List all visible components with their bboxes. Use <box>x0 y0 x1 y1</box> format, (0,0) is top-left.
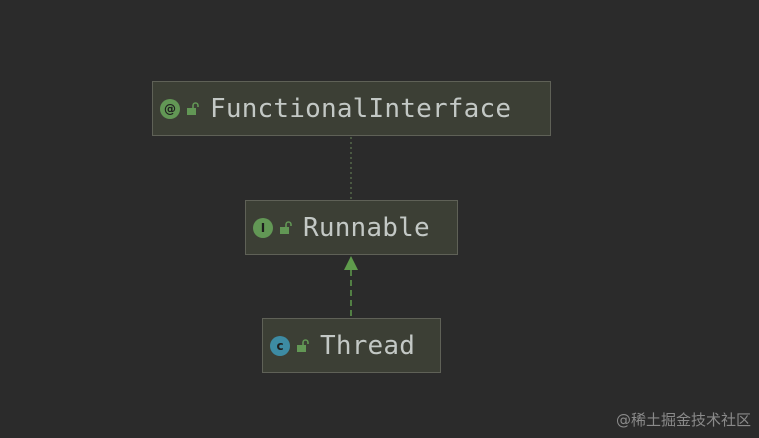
node-label: Runnable <box>303 212 430 243</box>
watermark: @稀土掘金技术社区 <box>615 411 751 429</box>
class-icon: c <box>270 335 290 356</box>
interface-icon: I <box>253 217 273 238</box>
annotation-icon: @ <box>160 98 180 119</box>
unlocked-icon <box>187 101 199 115</box>
node-label: FunctionalInterface <box>210 93 512 124</box>
node-runnable[interactable]: I Runnable <box>245 200 458 255</box>
node-thread[interactable]: c Thread <box>262 318 441 373</box>
unlocked-icon <box>297 338 309 352</box>
annotation-glyph: @ <box>164 101 176 116</box>
unlocked-icon <box>280 220 292 234</box>
node-functional-interface[interactable]: @ FunctionalInterface <box>152 81 551 136</box>
class-glyph: c <box>276 338 284 353</box>
node-label: Thread <box>320 330 416 361</box>
inheritance-arrowhead <box>344 256 358 270</box>
interface-glyph: I <box>260 220 266 235</box>
